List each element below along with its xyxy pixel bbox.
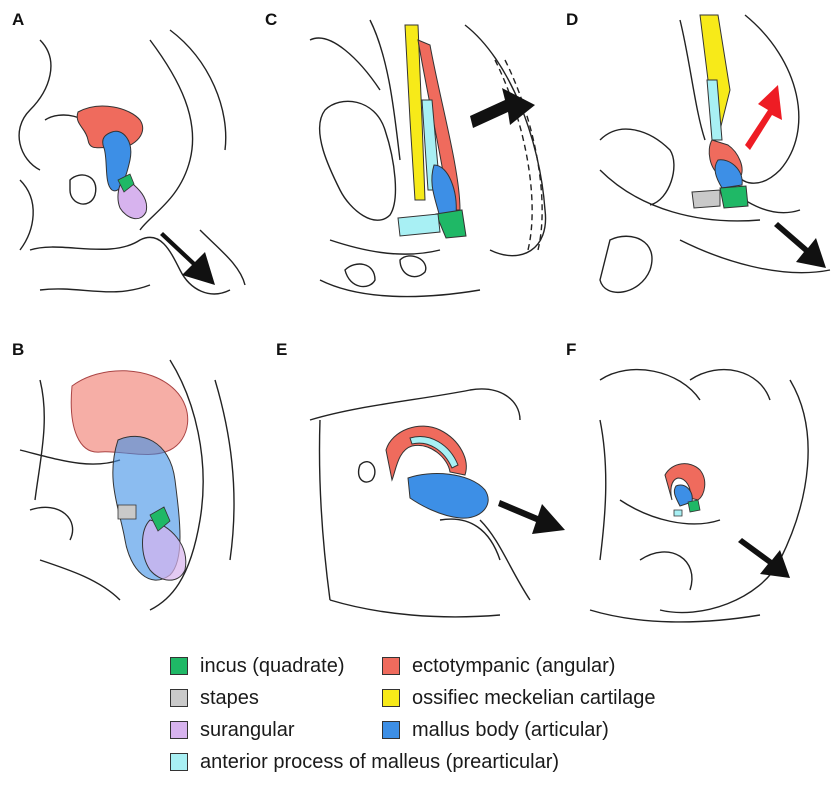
- legend-swatch-incus: [170, 657, 188, 675]
- legend-item-anterior: anterior process of malleus (prearticula…: [170, 751, 559, 773]
- legend-swatch-anterior: [170, 753, 188, 771]
- legend-label-surangular: surangular: [200, 719, 295, 742]
- legend-label-meckelian: ossifiec meckelian cartilage: [412, 687, 655, 710]
- legend-swatch-surangular: [170, 721, 188, 739]
- legend-item-meckelian: ossifiec meckelian cartilage: [382, 687, 655, 709]
- legend-label-ectotympanic: ectotympanic (angular): [412, 655, 615, 678]
- legend-item-mallus: mallus body (articular): [382, 719, 609, 741]
- legend-label-stapes: stapes: [200, 687, 259, 710]
- legend-swatch-meckelian: [382, 689, 400, 707]
- legend-label-anterior: anterior process of malleus (prearticula…: [200, 751, 559, 774]
- incus-shape-f: [688, 500, 700, 512]
- legend-swatch-mallus: [382, 721, 400, 739]
- legend-swatch-ectotympanic: [382, 657, 400, 675]
- legend-item-incus: incus (quadrate): [170, 655, 345, 677]
- legend-swatch-stapes: [170, 689, 188, 707]
- anterior-shape-f: [674, 510, 682, 516]
- legend-label-incus: incus (quadrate): [200, 655, 345, 678]
- legend-label-mallus: mallus body (articular): [412, 719, 609, 742]
- legend-item-stapes: stapes: [170, 687, 259, 709]
- legend-item-ectotympanic: ectotympanic (angular): [382, 655, 615, 677]
- panel-f-drawing: [0, 0, 837, 640]
- legend-item-surangular: surangular: [170, 719, 295, 741]
- black-arrow-f: [738, 538, 790, 578]
